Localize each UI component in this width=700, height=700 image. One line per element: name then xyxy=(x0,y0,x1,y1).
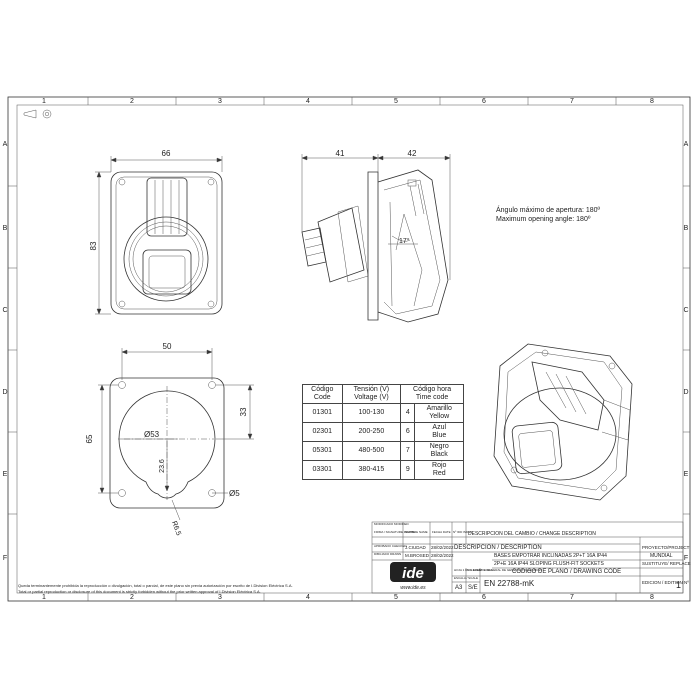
drawn-label: DIBUJADO DRAWN xyxy=(374,552,402,556)
legal-notice-en: Total or partial reproduction or disclos… xyxy=(18,589,261,594)
signature-label: FIRMA / SIGNATURE DIGITAL xyxy=(374,530,416,534)
website-text: www.ide.es xyxy=(400,585,426,591)
row-label-E: E xyxy=(3,471,8,478)
col-label-bottom-5: 5 xyxy=(394,594,398,601)
col-label-bottom-3: 3 xyxy=(218,594,222,601)
scale-value: S/E xyxy=(468,585,478,591)
col-label-7: 7 xyxy=(570,98,574,105)
col-label-4: 4 xyxy=(306,98,310,105)
date-label: FECHA DATE xyxy=(432,530,451,534)
description-en: 2P+E 16A IP44 SLOPING FLUSH-FIT SOCKETS xyxy=(494,561,604,567)
drawing-code-label: CODIGO DE PLANO / DRAWING CODE xyxy=(512,569,622,575)
edition-value: 1 xyxy=(676,580,682,590)
legal-notice-es: Queda terminantemente prohibida la repro… xyxy=(18,583,293,588)
col-label-3: 3 xyxy=(218,98,222,105)
description-es: BASES EMPOTRAR INCLINADAS 2P+T 16A IP44 xyxy=(494,553,607,559)
col-label-2: 2 xyxy=(130,98,134,105)
edition-label: EDICION / EDITION Nº xyxy=(642,580,689,585)
row-label-right-D: D xyxy=(683,389,688,396)
modified-label: MODIFICADO MODIFIED xyxy=(374,522,409,526)
opening-angle-es: Ángulo máximo de apertura: 180º xyxy=(496,205,601,214)
col-label-bottom-4: 4 xyxy=(306,594,310,601)
col-label-8: 8 xyxy=(650,98,654,105)
dim-bore-diameter: Ø53 xyxy=(144,430,160,439)
tolerance-label: TOLERANCIA GENERAL DE GENERAL TOLERANCES xyxy=(467,568,543,572)
header-voltage: Tensión (V)Voltage (V) xyxy=(341,384,402,404)
col-label-bottom-8: 8 xyxy=(650,594,654,601)
projection-symbol-icon xyxy=(23,109,52,119)
row-label-F: F xyxy=(3,555,7,562)
dim-rear-height: 65 xyxy=(85,434,94,443)
row-label-B: B xyxy=(3,225,8,232)
dim-front-width: 66 xyxy=(162,149,171,158)
row-label-right-E: E xyxy=(684,471,689,478)
col-label-1: 1 xyxy=(42,98,46,105)
approved-label: APROBADO CHECKED xyxy=(374,544,407,548)
dim-corner-radius: R6.5 xyxy=(170,520,182,536)
project-value: MUNDIAL xyxy=(650,553,673,559)
row-label-right-F: F xyxy=(684,555,688,562)
row-label-right-B: B xyxy=(684,225,689,232)
sheet-border xyxy=(7,96,691,602)
dim-front-height: 83 xyxy=(89,241,98,250)
scale-label: ESCALA / SCALE xyxy=(454,576,479,580)
row-label-right-A: A xyxy=(684,141,689,148)
drawn-date: 28/02/2022 xyxy=(431,553,454,558)
dim-bore-offset: 23.6 xyxy=(159,459,166,473)
front-view xyxy=(110,171,223,315)
col-label-bottom-1: 1 xyxy=(42,594,46,601)
col-label-bottom-6: 6 xyxy=(482,594,486,601)
description-label: DESCRIPCION / DESCRIPTION xyxy=(454,545,542,551)
row-label-D: D xyxy=(2,389,7,396)
dim-rear-half-height: 33 xyxy=(239,407,248,416)
row-label-C: C xyxy=(2,307,7,314)
format-value: A3 xyxy=(455,585,463,591)
index-label: Nº IDD INDEX xyxy=(453,530,473,534)
opening-angle-en: Maximum opening angle: 180º xyxy=(496,216,591,223)
title-block-frame xyxy=(371,521,684,594)
col-label-bottom-7: 7 xyxy=(570,594,574,601)
ide-logo: ide xyxy=(390,562,436,582)
side-view xyxy=(301,169,449,323)
drawing-code: EN 22788-mK xyxy=(484,579,535,588)
iso-view xyxy=(493,343,633,501)
dim-rear-width: 50 xyxy=(163,342,172,351)
row-label-A: A xyxy=(3,141,8,148)
dim-side-left: 41 xyxy=(336,149,345,158)
grid-ticks xyxy=(8,97,690,601)
change-description-label: DESCRIPCION DEL CAMBIO / CHANGE DESCRIPT… xyxy=(468,531,596,537)
project-label: PROYECTO/PROJECT xyxy=(642,545,690,550)
col-label-6: 6 xyxy=(482,98,486,105)
inner-border xyxy=(16,104,684,594)
sheet-label: HOJA 1 DE 1 SHEET 1 OF 1 xyxy=(454,568,493,572)
col-label-bottom-2: 2 xyxy=(130,594,134,601)
dim-angle: 17° xyxy=(399,237,410,245)
name-label: NOMBRE NAME xyxy=(405,530,428,534)
replace-label: SUSTITUYE/ REPLACE xyxy=(642,561,691,566)
svg-text:ide: ide xyxy=(402,565,424,582)
approved-date: 28/02/2022 xyxy=(431,545,454,550)
dim-side-right: 42 xyxy=(408,149,417,158)
dim-hole-diameter: Ø5 xyxy=(229,489,240,498)
row-label-right-C: C xyxy=(683,307,688,314)
drawn-name: M.BROSED xyxy=(405,553,430,558)
approved-name: J.CIUDAD xyxy=(405,545,426,550)
col-label-5: 5 xyxy=(394,98,398,105)
